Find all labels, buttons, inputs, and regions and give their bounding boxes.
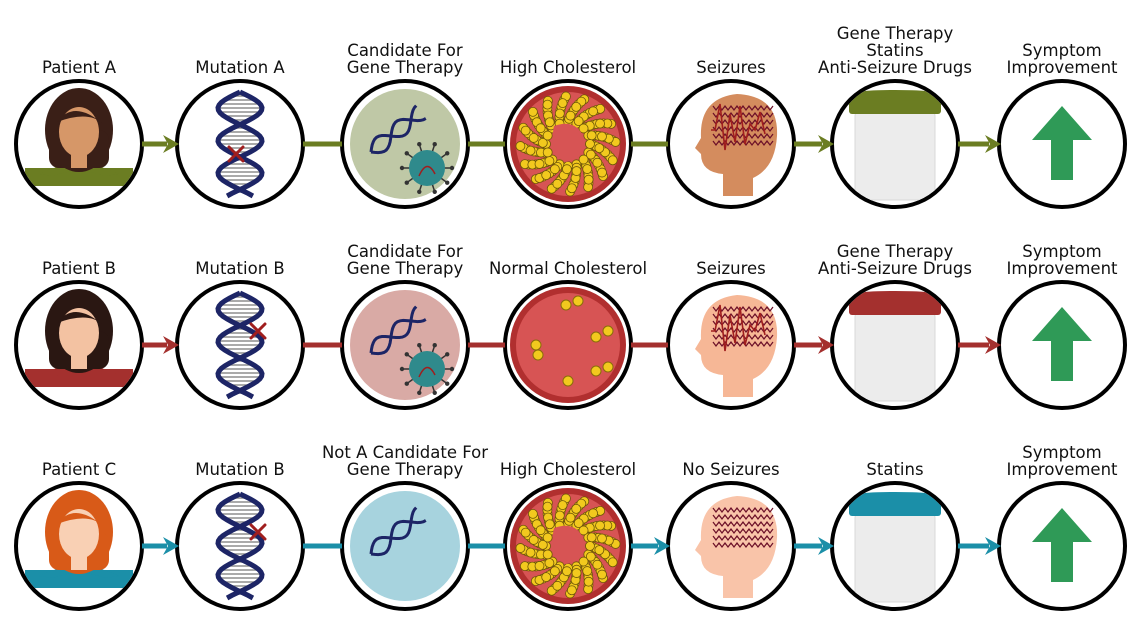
dna-mutation-icon [218, 494, 265, 598]
step-label: Patient A [42, 58, 117, 77]
flow-connector [142, 336, 179, 354]
step-label: Normal Cholesterol [489, 259, 647, 278]
step-label: Seizures [696, 259, 766, 278]
flow-connector [794, 336, 834, 354]
step-row-c-5: No Seizures [668, 460, 794, 609]
step-label: High Cholesterol [500, 58, 636, 77]
flow-connector [142, 135, 179, 153]
medication-jar-icon [849, 90, 941, 200]
virus-vector [409, 351, 445, 387]
blood-vessel-icon [510, 287, 626, 403]
medication-jar-icon [849, 492, 941, 602]
step-label: Statins [866, 460, 923, 479]
step-label: Patient C [42, 460, 116, 479]
step-row-a-2: Mutation A [177, 58, 303, 207]
step-row-c-6: Statins [832, 460, 958, 609]
blood-vessel-icon [510, 488, 626, 604]
step-row-a-1: Patient A [16, 58, 142, 207]
dna-mutation-icon [218, 92, 262, 196]
blood-vessel-icon [510, 86, 626, 202]
step-row-b-1: Patient B [16, 259, 142, 408]
flow-connector [142, 537, 179, 555]
step-label: Patient B [42, 259, 116, 278]
step-label: Mutation B [195, 259, 284, 278]
flow-connector [958, 537, 1001, 555]
step-label: Mutation A [195, 58, 285, 77]
step-row-b-5: Seizures [668, 259, 794, 408]
flow-connector [958, 135, 1001, 153]
step-row-c-1: Patient C [16, 460, 142, 609]
dna-mutation-icon [218, 293, 265, 397]
flow-connector [794, 135, 834, 153]
step-label: Seizures [696, 58, 766, 77]
step-label: Mutation B [195, 460, 284, 479]
flow-connector [958, 336, 1001, 354]
step-row-c-2: Mutation B [177, 460, 303, 609]
step-label: High Cholesterol [500, 460, 636, 479]
gene-therapy-candidate-icon [350, 89, 460, 199]
step-row-b-4: Normal Cholesterol [489, 259, 647, 408]
medication-jar-icon [849, 291, 941, 401]
step-row-b-2: Mutation B [177, 259, 303, 408]
flow-connector [631, 537, 670, 555]
flow-connector [794, 537, 834, 555]
step-row-c-4: High Cholesterol [500, 460, 636, 609]
virus-vector [409, 150, 445, 186]
step-row-a-4: High Cholesterol [500, 58, 636, 207]
step-row-a-5: Seizures [668, 58, 794, 207]
step-label: No Seizures [682, 460, 779, 479]
gene-therapy-candidate-icon [350, 491, 460, 601]
gene-therapy-candidate-icon [350, 290, 460, 400]
